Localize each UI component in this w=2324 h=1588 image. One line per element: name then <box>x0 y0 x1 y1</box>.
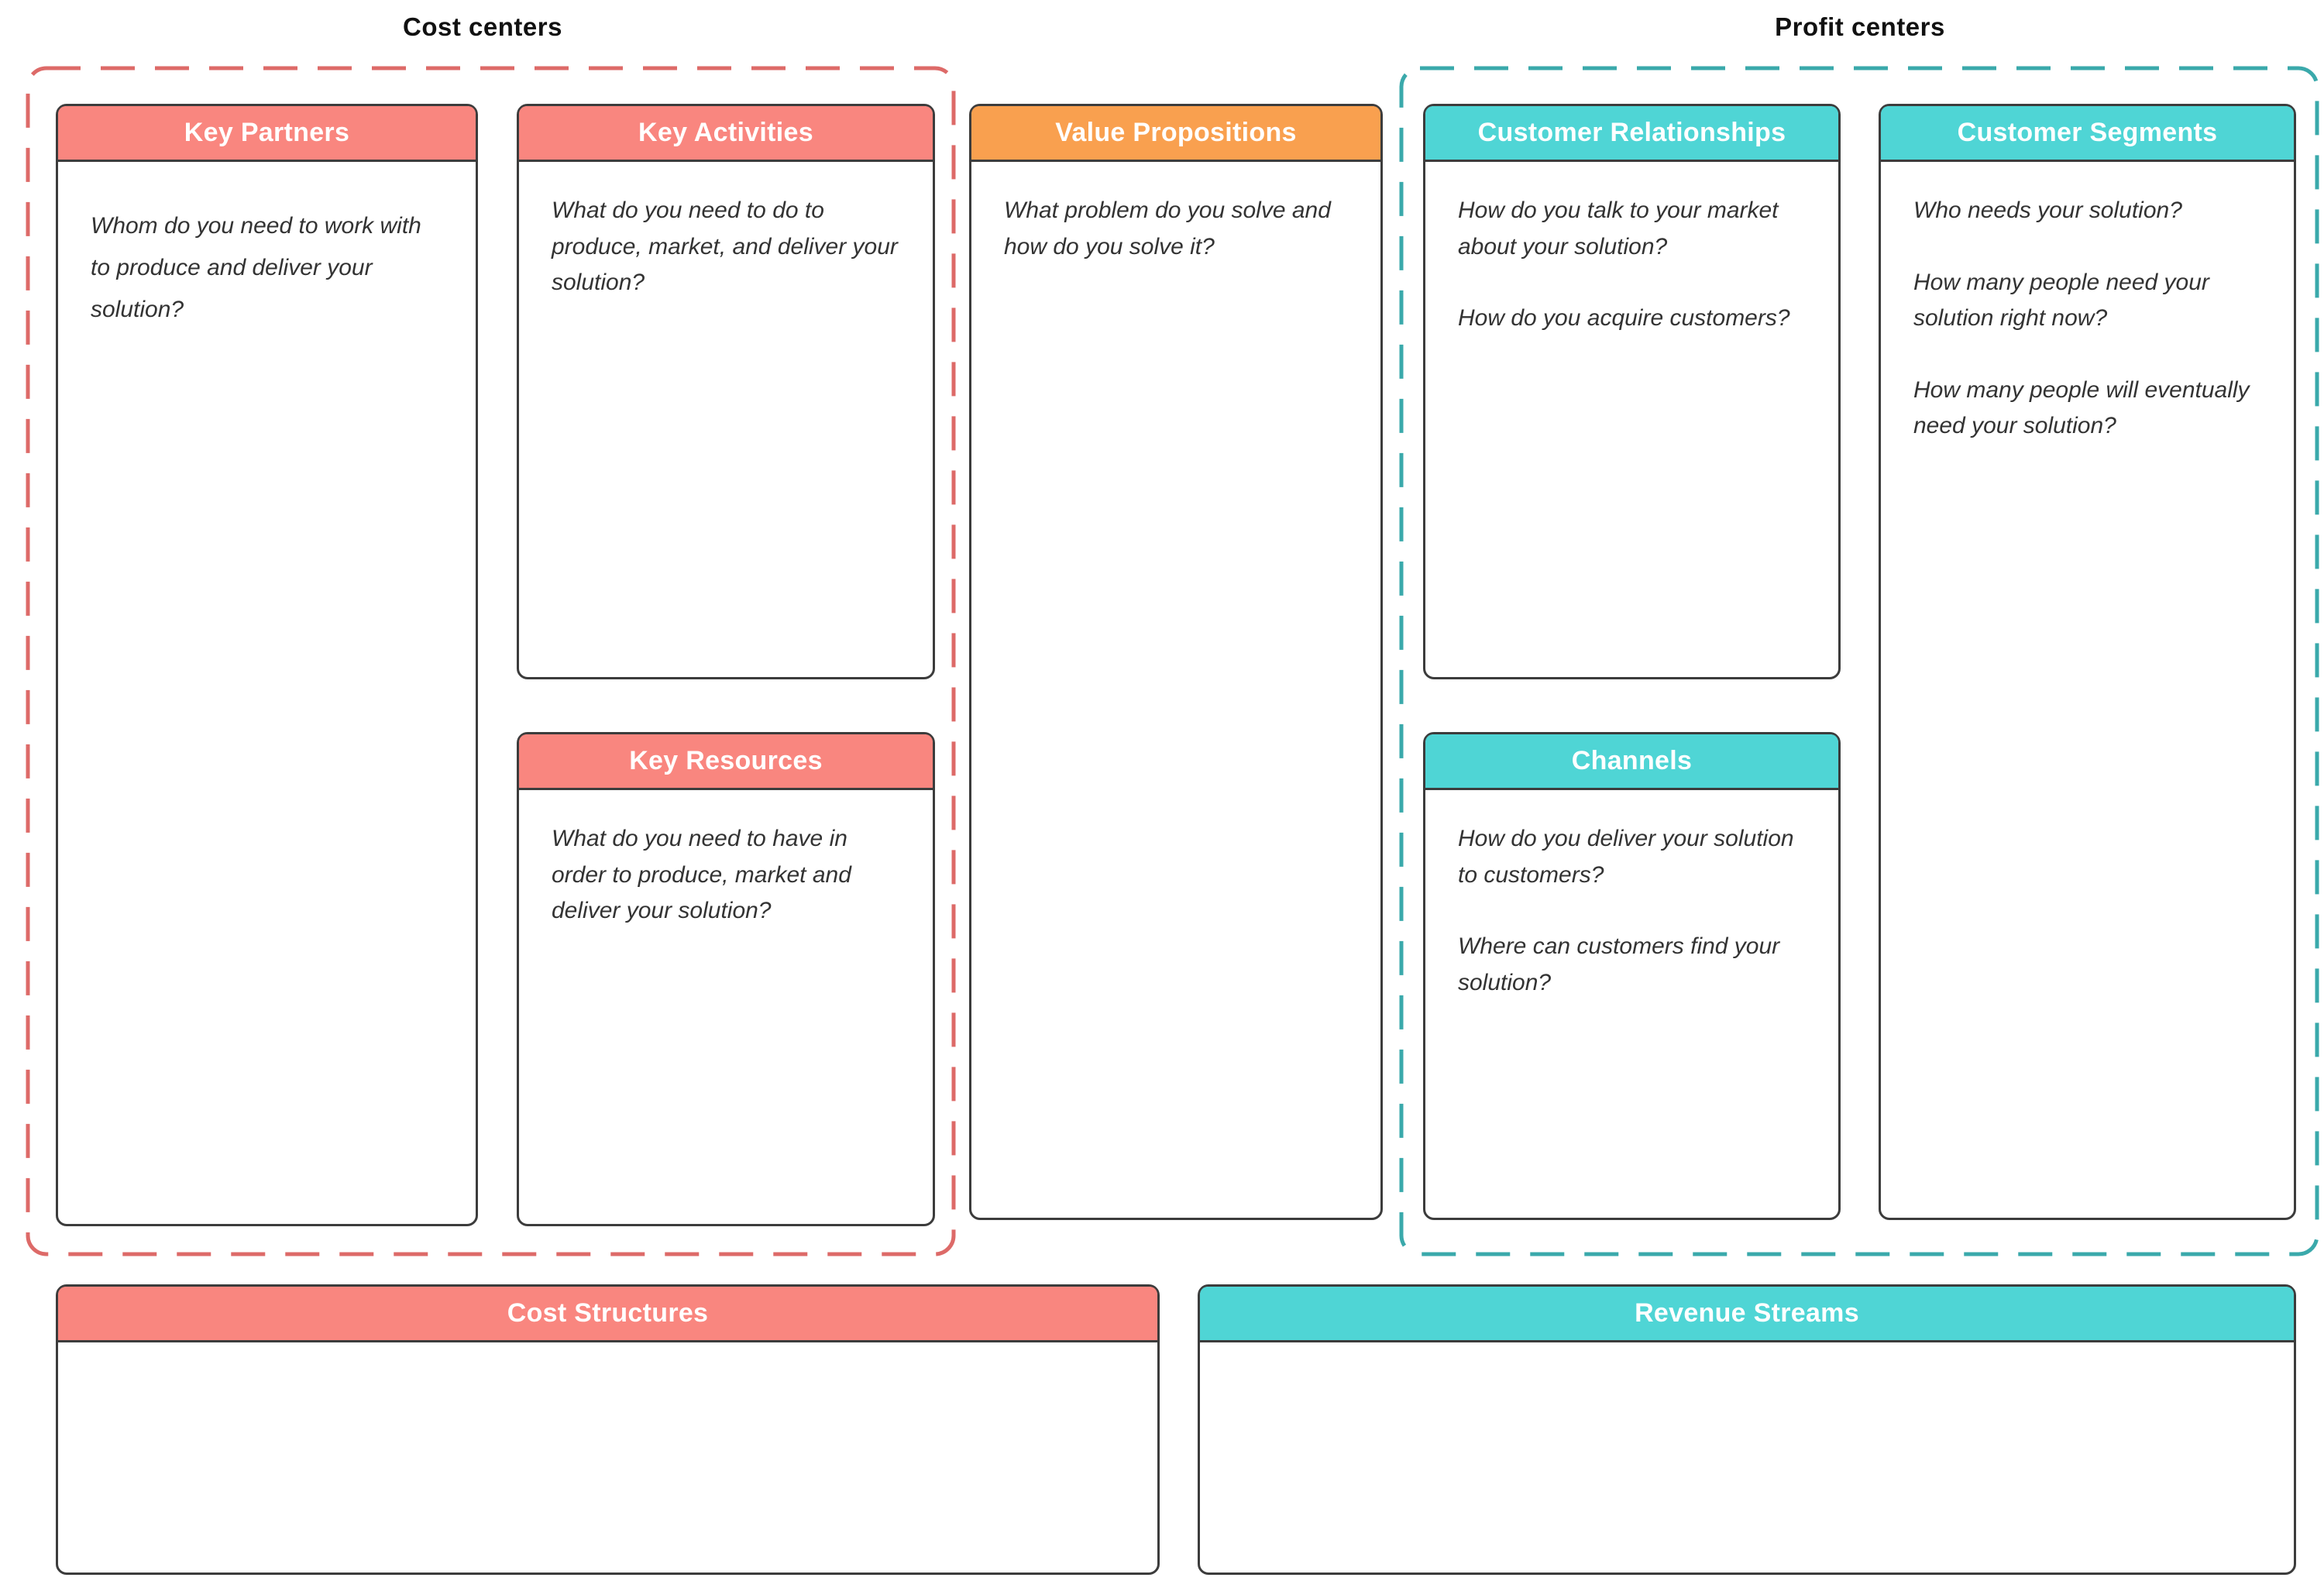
key-partners-body: Whom do you need to work with to produce… <box>58 162 476 354</box>
channels-title: Channels <box>1571 746 1693 775</box>
key-partners-title: Key Partners <box>184 118 350 147</box>
cost-structures-title: Cost Structures <box>507 1298 709 1328</box>
customer-segments-header: Customer Segments <box>1881 106 2294 162</box>
cost-centers-title: Cost centers <box>403 12 562 41</box>
key-resources-card: Key Resources What do you need to have i… <box>517 732 935 1226</box>
value-propositions-header: Value Propositions <box>971 106 1380 162</box>
revenue-streams-card: Revenue Streams <box>1198 1284 2296 1575</box>
customer-relationships-card: Customer Relationships How do you talk t… <box>1423 104 1841 679</box>
revenue-streams-title: Revenue Streams <box>1635 1298 1859 1328</box>
customer-segments-card: Customer Segments Who needs your solutio… <box>1879 104 2296 1220</box>
key-resources-question: What do you need to have in order to pro… <box>552 826 851 923</box>
customer-relationships-question-1: How do you talk to your market about you… <box>1458 198 1779 260</box>
value-propositions-card: Value Propositions What problem do you s… <box>969 104 1383 1220</box>
customer-relationships-title: Customer Relationships <box>1477 118 1786 147</box>
key-activities-title: Key Activities <box>638 118 813 147</box>
key-resources-header: Key Resources <box>519 734 933 790</box>
channels-question-2: Where can customers find your solution? <box>1458 933 1780 995</box>
channels-question-1: How do you deliver your solution to cust… <box>1458 826 1794 888</box>
key-partners-header: Key Partners <box>58 106 476 162</box>
value-propositions-question: What problem do you solve and how do you… <box>1004 198 1331 260</box>
revenue-streams-body <box>1200 1342 2294 1397</box>
customer-relationships-header: Customer Relationships <box>1425 106 1838 162</box>
customer-relationships-question-2: How do you acquire customers? <box>1458 305 1790 331</box>
customer-segments-question-3: How many people will eventually need you… <box>1913 376 2250 439</box>
key-resources-title: Key Resources <box>629 746 823 775</box>
customer-segments-question-1: Who needs your solution? <box>1913 198 2182 223</box>
key-activities-question: What do you need to do to produce, marke… <box>552 198 898 295</box>
customer-segments-body: Who needs your solution? How many people… <box>1881 162 2294 468</box>
channels-body: How do you deliver your solution to cust… <box>1425 790 1838 1024</box>
customer-relationships-body: How do you talk to your market about you… <box>1425 162 1838 360</box>
customer-segments-question-2: How many people need your solution right… <box>1913 269 2209 332</box>
profit-centers-title: Profit centers <box>1775 12 1945 41</box>
key-activities-header: Key Activities <box>519 106 933 162</box>
revenue-streams-header: Revenue Streams <box>1200 1287 2294 1342</box>
cost-structures-card: Cost Structures <box>56 1284 1160 1575</box>
cost-structures-body <box>58 1342 1157 1397</box>
customer-segments-title: Customer Segments <box>1957 118 2218 147</box>
key-partners-card: Key Partners Whom do you need to work wi… <box>56 104 478 1226</box>
key-resources-body: What do you need to have in order to pro… <box>519 790 933 953</box>
value-propositions-title: Value Propositions <box>1055 118 1297 147</box>
value-propositions-body: What problem do you solve and how do you… <box>971 162 1380 288</box>
channels-card: Channels How do you deliver your solutio… <box>1423 732 1841 1220</box>
key-activities-body: What do you need to do to produce, marke… <box>519 162 933 325</box>
cost-structures-header: Cost Structures <box>58 1287 1157 1342</box>
key-activities-card: Key Activities What do you need to do to… <box>517 104 935 679</box>
key-partners-question: Whom do you need to work with to produce… <box>91 213 421 322</box>
channels-header: Channels <box>1425 734 1838 790</box>
